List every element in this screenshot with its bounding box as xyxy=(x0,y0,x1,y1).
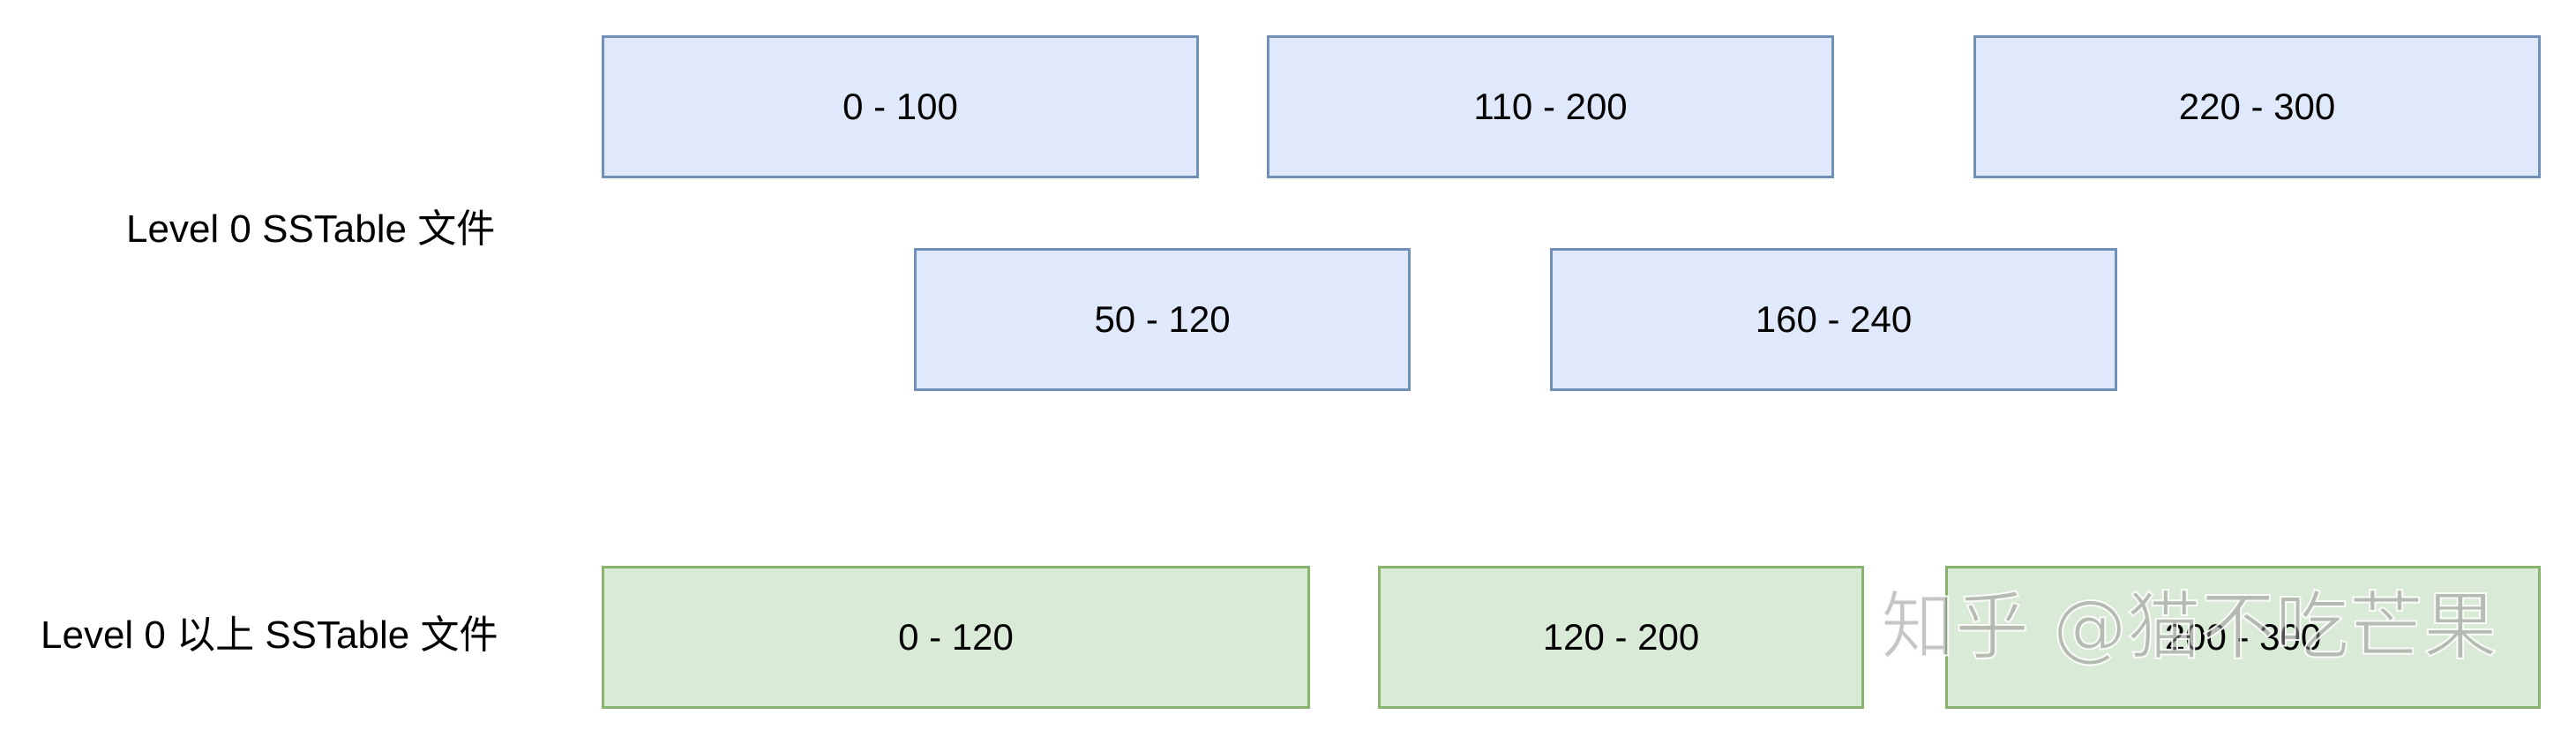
sstable-l0-160-240[interactable]: 160 - 240 xyxy=(1550,248,2117,391)
sstable-l0-0-100[interactable]: 0 - 100 xyxy=(602,35,1199,178)
sstable-upper-200-300[interactable]: 200 - 300 xyxy=(1945,566,2541,709)
level0-label: Level 0 SSTable 文件 xyxy=(126,207,496,251)
sstable-l0-220-300[interactable]: 220 - 300 xyxy=(1973,35,2541,178)
sstable-range-label: 120 - 200 xyxy=(1542,616,1700,658)
sstable-range-label: 110 - 200 xyxy=(1473,86,1628,127)
sstable-upper-0-120[interactable]: 0 - 120 xyxy=(602,566,1310,709)
sstable-range-label: 50 - 120 xyxy=(1094,298,1231,340)
sstable-range-label: 200 - 300 xyxy=(2164,616,2322,658)
sstable-upper-120-200[interactable]: 120 - 200 xyxy=(1378,566,1864,709)
sstable-l0-110-200[interactable]: 110 - 200 xyxy=(1267,35,1834,178)
sstable-range-label: 160 - 240 xyxy=(1755,298,1913,340)
level-above-label: Level 0 以上 SSTable 文件 xyxy=(41,613,498,657)
watermark: 知乎 @猫不吃芒果 xyxy=(1880,583,2498,670)
sstable-range-label: 220 - 300 xyxy=(2178,86,2336,127)
sstable-range-label: 0 - 120 xyxy=(898,616,1014,658)
sstable-l0-50-120[interactable]: 50 - 120 xyxy=(914,248,1411,391)
sstable-range-label: 0 - 100 xyxy=(842,86,958,127)
